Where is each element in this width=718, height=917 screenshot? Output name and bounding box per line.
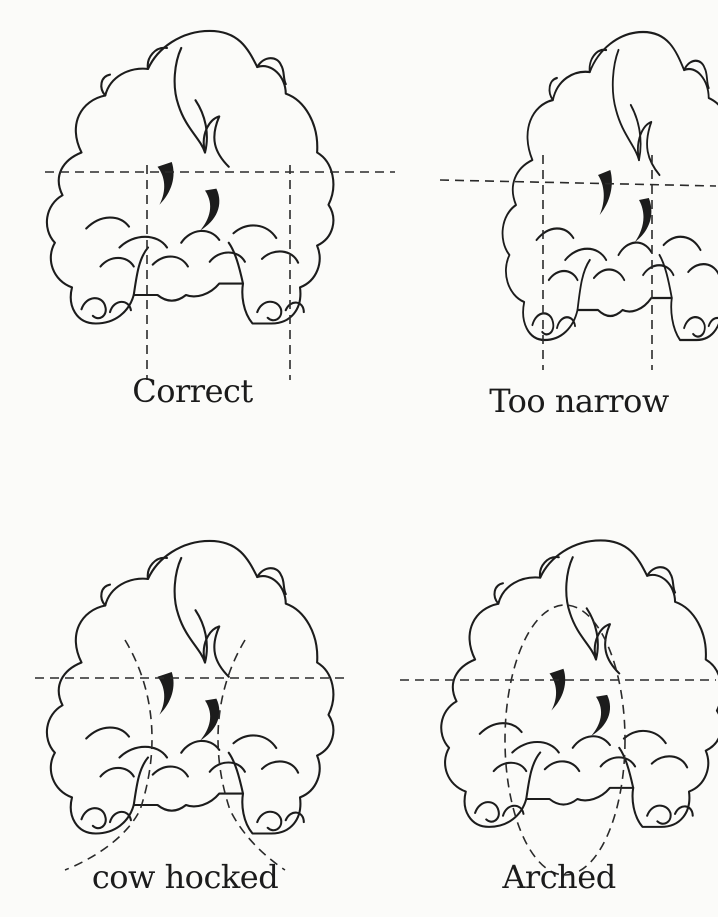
caption-too-narrow: Too narrow	[440, 382, 718, 420]
panel-arched: Arched	[400, 520, 718, 917]
left-leg-curve-guide	[65, 640, 152, 870]
panel-too-narrow: Too narrow	[440, 10, 718, 420]
panel-cow-hocked: cow hocked	[30, 520, 360, 917]
caption-correct: Correct	[20, 372, 365, 410]
right-leg-curve-guide	[218, 640, 285, 870]
caption-arched: Arched	[400, 858, 718, 896]
arched-oval-guide	[505, 605, 625, 875]
panel-correct: Correct	[35, 10, 365, 410]
too-narrow-dog-illustration	[440, 10, 718, 420]
caption-cow-hocked: cow hocked	[10, 858, 360, 896]
topline-guide	[440, 180, 716, 186]
correct-dog-illustration	[35, 10, 365, 410]
